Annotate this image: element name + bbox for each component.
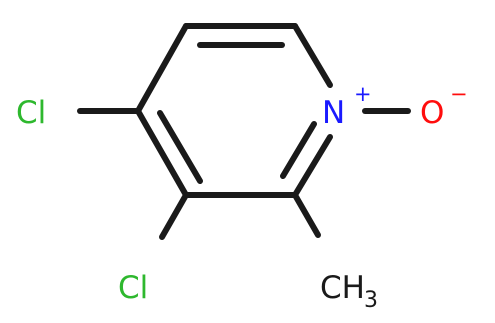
atom-methyl: CH — [320, 270, 365, 306]
bond-c-methyl — [292, 192, 321, 238]
bond-c4-c3 — [135, 108, 189, 198]
bond-c4-cleft — [135, 23, 189, 114]
bonds — [77, 23, 411, 240]
bond-c2-n-inner — [280, 121, 317, 179]
atom-cl-top: Cl — [16, 95, 46, 131]
atom-o: O — [420, 95, 444, 131]
atom-n: N — [322, 95, 345, 131]
charge-n: + — [354, 82, 372, 106]
charge-o: − — [450, 82, 468, 106]
methyl-subscript: 3 — [364, 288, 378, 313]
bond-c4-c3-inner — [157, 110, 203, 184]
atom-cl-bottom: Cl — [118, 270, 148, 306]
bond-n-c6 — [292, 23, 333, 88]
bond-c-cl-bottom — [159, 192, 189, 240]
bond-c2-n — [292, 134, 333, 198]
